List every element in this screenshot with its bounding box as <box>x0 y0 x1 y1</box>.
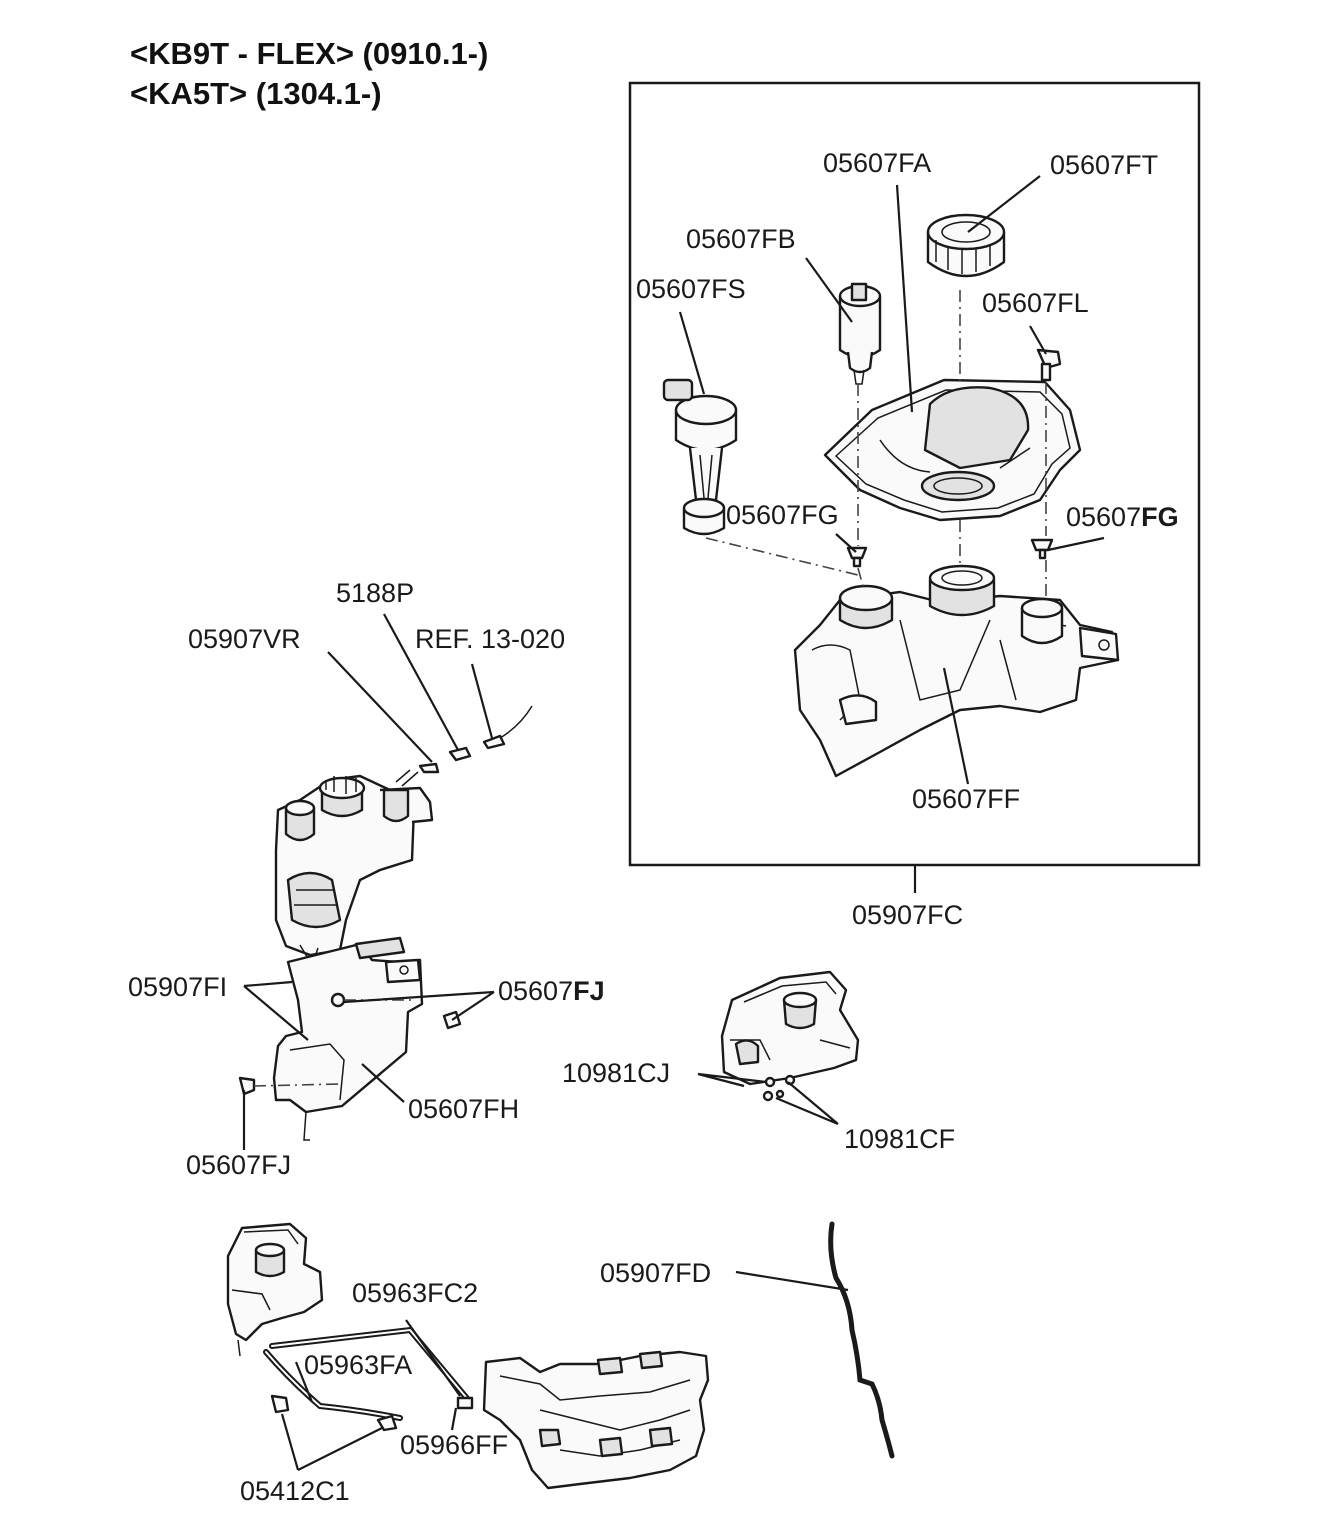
callout-05607FA[interactable]: 05607FA <box>823 148 931 178</box>
callout-10981CF[interactable]: 10981CF <box>844 1124 955 1154</box>
leader-05963FA <box>294 1361 314 1403</box>
leader-05607FS <box>678 311 706 395</box>
callout-05907FD[interactable]: 05907FD <box>600 1258 711 1288</box>
level-sensor-drawing <box>838 282 882 385</box>
callout-10981CJ[interactable]: 10981CJ <box>562 1058 670 1088</box>
callout-05963FA[interactable]: 05963FA <box>304 1350 412 1380</box>
leader-05607FH <box>361 1063 405 1103</box>
model-header-line-2: <KA5T> (1304.1-) <box>130 76 382 111</box>
upper-tank-shell-drawing <box>823 378 1082 522</box>
leader-05907FI <box>243 980 309 1041</box>
leader-05607FG-left <box>835 533 857 553</box>
callout-05607FH[interactable]: 05607FH <box>408 1094 519 1124</box>
leader-05607FB <box>805 257 853 323</box>
callout-05607FJ-top-number: 05607 <box>498 976 573 1006</box>
callout-05607FG-left[interactable]: 05607FG <box>726 500 839 530</box>
assembly-line-sensor <box>857 384 865 591</box>
leader-05607FL <box>1029 325 1047 355</box>
hose-clip-hardware-drawing <box>418 705 533 774</box>
model-header-line-1: <KB9T - FLEX> (0910.1-) <box>130 36 489 71</box>
leader-05607FJ-top <box>343 990 495 1021</box>
callout-05607FF[interactable]: 05607FF <box>912 784 1020 814</box>
intake-manifold-drawing <box>482 1350 710 1490</box>
callout-05963FC2[interactable]: 05963FC2 <box>352 1278 478 1308</box>
leader-05963FC2 <box>405 1319 461 1397</box>
pump-unit-assembly-drawing <box>720 970 860 1102</box>
leader-05907FD <box>735 1270 849 1292</box>
callout-5188P[interactable]: 5188P <box>336 578 414 608</box>
callout-05607FG-right[interactable]: 05607FG <box>1066 502 1179 532</box>
callout-05412C1[interactable]: 05412C1 <box>240 1476 350 1506</box>
upper-pump-unit-drawing <box>226 1222 324 1357</box>
leader-05607FT <box>967 175 1041 233</box>
callout-05607FG-right-number: 05607 <box>1066 502 1141 532</box>
callout-05907FI[interactable]: 05907FI <box>128 972 227 1002</box>
vacuum-hoses-drawing <box>263 1326 474 1432</box>
reservoir-cap-drawing <box>926 213 1006 278</box>
callout-05907VR[interactable]: 05907VR <box>188 624 301 654</box>
callout-05607FT[interactable]: 05607FT <box>1050 150 1158 180</box>
callout-05607FJ-top-suffix: FJ <box>573 976 605 1006</box>
leader-5188P <box>383 613 459 751</box>
leader-REF-13-020 <box>470 663 494 739</box>
callout-05607FJ-bottom[interactable]: 05607FJ <box>186 1150 291 1180</box>
callout-05907FC[interactable]: 05907FC <box>852 900 963 930</box>
leader-05966FF <box>450 1407 458 1431</box>
callout-05607FJ-top[interactable]: 05607FJ <box>498 976 605 1006</box>
callout-05607FL[interactable]: 05607FL <box>982 288 1089 318</box>
assembly-line-filler <box>705 537 863 577</box>
leader-05607FG-right <box>1047 536 1105 552</box>
vacuum-hose-05907FD-drawing <box>828 1221 895 1459</box>
plug-left-drawing <box>846 546 868 568</box>
callout-ref-13-020[interactable]: REF. 13-020 <box>415 624 565 654</box>
leader-05607FF <box>942 667 970 785</box>
callout-05607FB[interactable]: 05607FB <box>686 224 796 254</box>
bleed-screw-drawing <box>1036 348 1062 382</box>
filler-neck-drawing <box>662 378 738 536</box>
lower-tank-body-drawing <box>793 564 1120 778</box>
leader-10981CJ <box>697 1072 767 1088</box>
leader-05607FA <box>895 184 914 413</box>
callout-05607FG-right-suffix: FG <box>1141 502 1179 532</box>
leader-10981CF <box>775 1081 839 1126</box>
callout-05607FS[interactable]: 05607FS <box>636 274 746 304</box>
leader-05907VR <box>327 651 433 763</box>
reservoir-assembly-drawing <box>274 769 434 967</box>
leader-05412C1 <box>280 1413 383 1471</box>
callout-05966FF[interactable]: 05966FF <box>400 1430 508 1460</box>
